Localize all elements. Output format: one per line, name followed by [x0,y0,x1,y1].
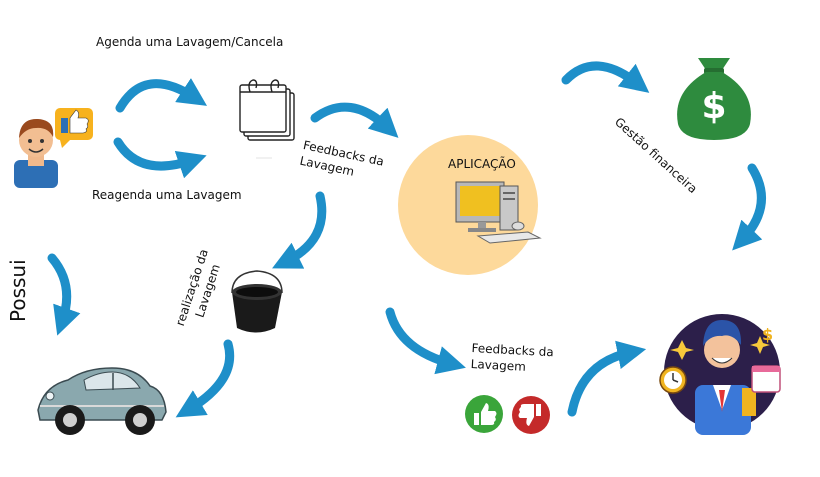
svg-text:$: $ [762,325,773,344]
arrow-schedule [115,78,208,113]
arrow-to-bucket [272,191,327,269]
app-label: APLICAÇÃO [448,157,516,171]
calendar-icon [239,79,295,141]
car-icon [37,367,167,435]
arrow-finance-to-manager [732,163,766,251]
svg-text:$: $ [701,86,726,127]
feedback-bottom-label: Feedbacks da Lavagem [470,340,554,376]
schedule-label: Agenda uma Lavagem/Cancela [96,35,284,49]
bucket-icon [231,270,283,333]
arrow-owns [47,253,81,336]
owns-label: Possui [6,259,30,322]
arrow-to-app [310,102,399,138]
arrow-app-to-feedback [385,307,466,375]
money-bag-icon: $ [677,58,751,140]
arrow-bucket-to-car [175,339,235,418]
manager-icon: $ [659,314,781,435]
thumbs-down-icon [512,396,550,434]
customer-icon [14,108,93,188]
arrow-feedback-to-manager [567,340,647,417]
arrow-to-finance [561,61,650,93]
arrow-reschedule [113,137,207,179]
thumbs-up-icon [465,395,503,433]
computer-icon [455,181,542,244]
reschedule-label: Reagenda uma Lavagem [92,188,242,202]
